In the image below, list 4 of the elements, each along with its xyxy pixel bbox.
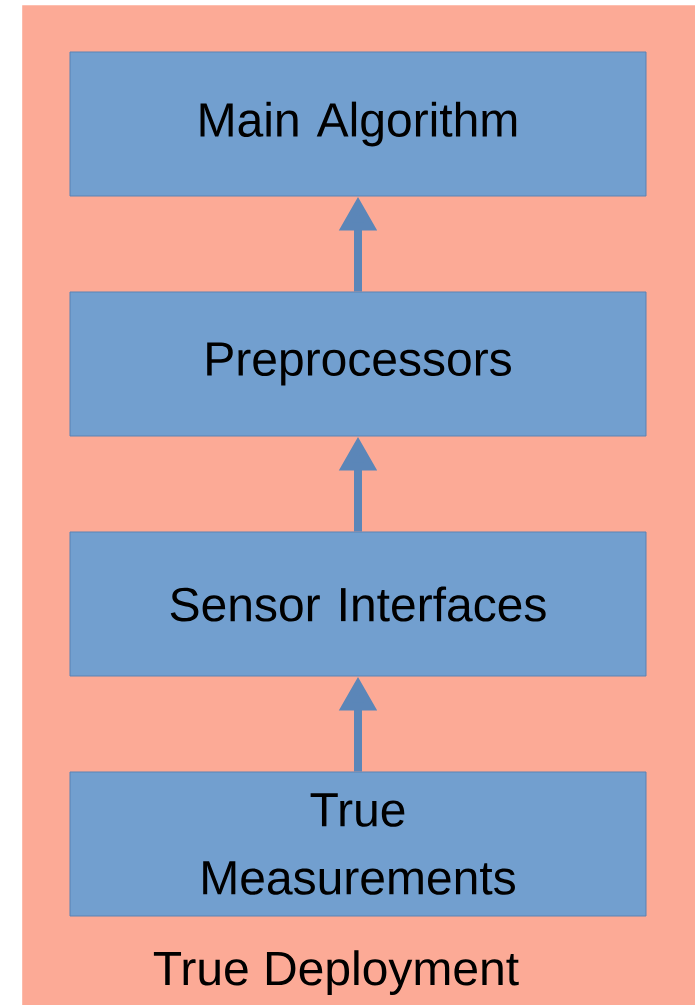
process-box: Preprocessors — [69, 291, 647, 437]
process-box: True Measurements — [69, 771, 647, 917]
process-box: Sensor Interfaces — [69, 531, 647, 677]
process-box: Main Algorithm — [69, 51, 647, 197]
